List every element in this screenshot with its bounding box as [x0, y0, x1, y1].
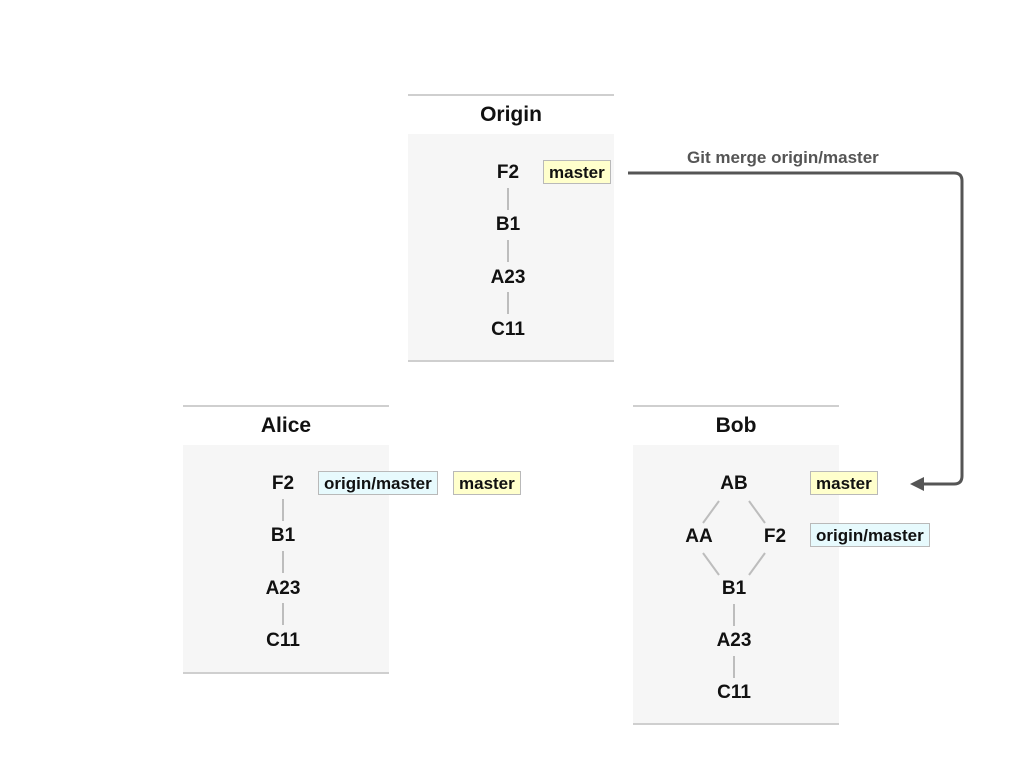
alice-repo: Alice F2 B1 A23 C11: [183, 405, 389, 674]
bob-edge: [702, 552, 720, 576]
alice-commit-b1: B1: [270, 525, 296, 546]
alice-master-tag: master: [453, 471, 521, 495]
alice-edge: [282, 603, 284, 625]
origin-commit-c11: C11: [491, 319, 525, 340]
origin-title: Origin: [408, 94, 614, 136]
origin-commit-b1: B1: [495, 214, 521, 235]
origin-edge: [507, 240, 509, 262]
bob-commit-a23: A23: [716, 630, 752, 651]
bob-origin-master-tag: origin/master: [810, 523, 930, 547]
bob-commit-f2: F2: [763, 526, 787, 547]
bob-commit-aa: AA: [685, 526, 713, 547]
bob-edge: [748, 500, 766, 524]
bob-commit-b1: B1: [721, 578, 747, 599]
bob-edge: [748, 552, 766, 576]
bob-commit-ab: AB: [720, 473, 748, 494]
merge-arrow-line: [628, 171, 964, 486]
merge-arrow-head: [910, 477, 924, 491]
alice-edge: [282, 551, 284, 573]
bob-edges: [702, 500, 766, 678]
bob-commit-c11: C11: [717, 682, 751, 703]
bob-repo: Bob AB AA F2 B1 A23 C11: [633, 405, 839, 725]
merge-arrow-label: Git merge origin/master: [687, 148, 879, 167]
alice-origin-master-tag: origin/master: [318, 471, 438, 495]
origin-repo: Origin F2 B1 A23 C11: [408, 94, 614, 362]
origin-master-tag: master: [543, 160, 611, 184]
alice-edge: [282, 499, 284, 521]
alice-commit-f2: F2: [271, 473, 295, 494]
alice-commit-a23: A23: [265, 578, 301, 599]
origin-commit-a23: A23: [490, 267, 526, 288]
bob-title: Bob: [633, 405, 839, 447]
origin-edge: [507, 292, 509, 314]
alice-title: Alice: [183, 405, 389, 447]
origin-commit-f2: F2: [496, 162, 520, 183]
bob-edge: [702, 500, 720, 524]
alice-commit-c11: C11: [266, 630, 300, 651]
bob-graph: AB AA F2 B1 A23 C11: [633, 445, 839, 725]
origin-edge: [507, 188, 509, 210]
bob-master-tag: master: [810, 471, 878, 495]
